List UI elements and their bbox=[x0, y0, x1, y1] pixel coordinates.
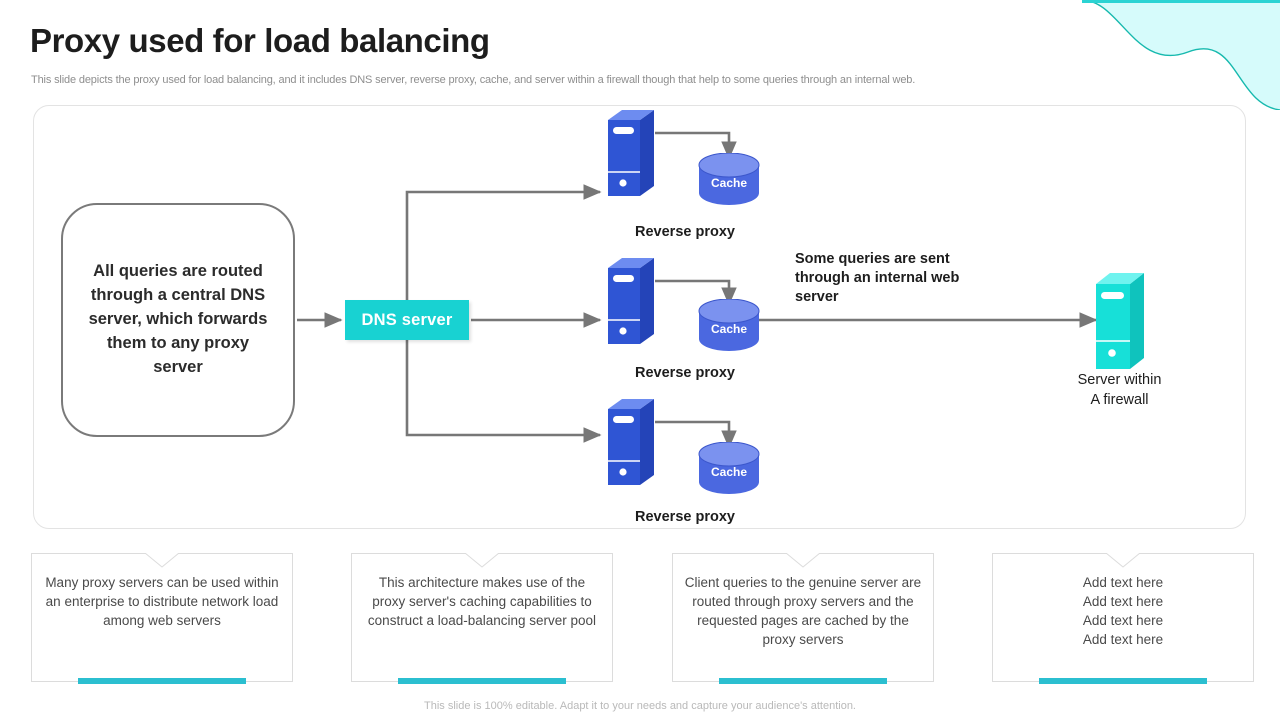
info-card[interactable]: Many proxy servers can be used within an… bbox=[31, 553, 293, 684]
database-cylinder-icon bbox=[698, 442, 760, 494]
dns-server-label: DNS server bbox=[361, 310, 453, 329]
info-card-text: This architecture makes use of the proxy… bbox=[367, 575, 597, 629]
server-tower-icon bbox=[608, 399, 654, 485]
page-title: Proxy used for load balancing bbox=[30, 22, 490, 59]
card-accent-bar bbox=[1039, 678, 1207, 684]
card-accent-bar bbox=[719, 678, 887, 684]
internal-web-server-note: Some queries are sent through an interna… bbox=[795, 251, 960, 306]
dns-callout-box: All queries are routed through a central… bbox=[61, 203, 295, 437]
decorative-wave-icon bbox=[1081, 0, 1280, 110]
info-card[interactable]: This architecture makes use of the proxy… bbox=[351, 553, 613, 684]
dns-server-node[interactable]: DNS server bbox=[345, 300, 469, 340]
card-notch-icon bbox=[465, 553, 499, 569]
info-card-text: Many proxy servers can be used within an… bbox=[45, 575, 279, 629]
firewall-server-tower-icon bbox=[1096, 273, 1144, 369]
reverse-proxy-caption: Reverse proxy bbox=[635, 509, 735, 525]
firewall-caption-line-1: Server within bbox=[1077, 372, 1162, 388]
info-card[interactable]: Client queries to the genuine server are… bbox=[672, 553, 934, 684]
firewall-server-caption: Server within A firewall bbox=[1032, 371, 1207, 410]
page-subtitle: This slide depicts the proxy used for lo… bbox=[31, 74, 916, 86]
card-accent-bar bbox=[78, 678, 246, 684]
card-notch-icon bbox=[786, 553, 820, 569]
info-card-text: Client queries to the genuine server are… bbox=[684, 575, 922, 648]
card-notch-icon bbox=[1106, 553, 1140, 569]
database-cylinder-icon bbox=[698, 299, 760, 351]
database-cylinder-icon bbox=[698, 153, 760, 205]
info-card[interactable]: Add text here Add text here Add text her… bbox=[992, 553, 1254, 684]
reverse-proxy-caption: Reverse proxy bbox=[635, 224, 735, 240]
bottom-cards: Many proxy servers can be used within an… bbox=[0, 553, 1280, 688]
reverse-proxy-caption: Reverse proxy bbox=[635, 365, 735, 381]
card-accent-bar bbox=[398, 678, 566, 684]
server-tower-icon bbox=[608, 110, 654, 196]
firewall-caption-line-2: A firewall bbox=[1090, 391, 1149, 408]
server-tower-icon bbox=[608, 258, 654, 344]
dns-callout-text: All queries are routed through a central… bbox=[88, 262, 268, 376]
card-notch-icon bbox=[145, 553, 179, 569]
footer-note: This slide is 100% editable. Adapt it to… bbox=[424, 700, 856, 712]
info-card-text: Add text here Add text here Add text her… bbox=[1082, 575, 1164, 648]
